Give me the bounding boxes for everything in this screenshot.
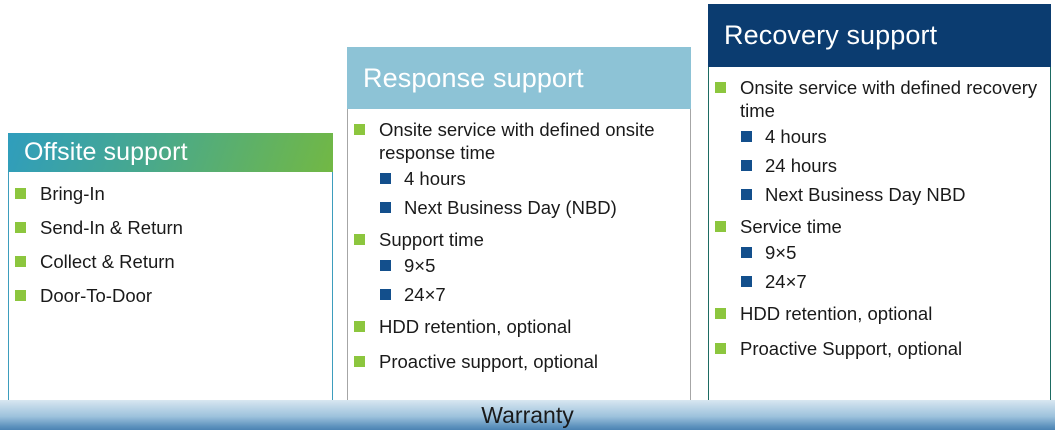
card-offsite-title: Offsite support	[24, 138, 188, 166]
square-bullet-icon	[380, 260, 391, 271]
list-item-label: Send-In & Return	[40, 217, 183, 238]
list-item-label: 4 hours	[404, 168, 466, 189]
list-item: HDD retention, optional	[715, 302, 1044, 325]
square-bullet-icon	[715, 221, 726, 232]
list-item-label: Proactive Support, optional	[740, 338, 963, 359]
response-onsite-sublist: 4 hours Next Business Day (NBD)	[354, 167, 684, 219]
list-item: 24×7	[741, 270, 1044, 293]
card-recovery-title: Recovery support	[724, 20, 938, 50]
square-bullet-icon	[354, 234, 365, 245]
square-bullet-icon	[741, 276, 752, 287]
list-item: 24 hours	[741, 154, 1044, 177]
list-item-label: 24 hours	[765, 155, 837, 176]
list-item: Service time	[715, 215, 1044, 238]
list-item: Send-In & Return	[15, 216, 326, 239]
list-item: Door-To-Door	[15, 284, 326, 307]
list-item-label: Support time	[379, 229, 484, 250]
square-bullet-icon	[741, 131, 752, 142]
list-item-label: 4 hours	[765, 126, 827, 147]
list-item-label: Onsite service with defined onsite respo…	[379, 119, 655, 163]
list-item-label: Collect & Return	[40, 251, 175, 272]
list-item: 9×5	[380, 254, 684, 277]
card-offsite-header: Offsite support	[8, 133, 333, 172]
response-supporttime-sublist: 9×5 24×7	[354, 254, 684, 306]
square-bullet-icon	[715, 343, 726, 354]
list-item: HDD retention, optional	[354, 315, 684, 338]
card-response-support: Response support Onsite service with def…	[347, 47, 691, 401]
recovery-servicetime-sublist: 9×5 24×7	[715, 241, 1044, 293]
list-item-label: Service time	[740, 216, 842, 237]
card-offsite-support: Offsite support Bring-In Send-In & Retur…	[8, 133, 333, 403]
square-bullet-icon	[15, 188, 26, 199]
list-item: Next Business Day NBD	[741, 183, 1044, 206]
square-bullet-icon	[741, 189, 752, 200]
list-item-label: Proactive support, optional	[379, 351, 599, 372]
list-item-label: 9×5	[765, 242, 797, 263]
square-bullet-icon	[354, 356, 365, 367]
recovery-feature-list: Onsite service with defined recovery tim…	[715, 76, 1044, 360]
list-item: 24×7	[380, 283, 684, 306]
square-bullet-icon	[741, 247, 752, 258]
square-bullet-icon	[380, 289, 391, 300]
square-bullet-icon	[15, 256, 26, 267]
list-item: Bring-In	[15, 182, 326, 205]
square-bullet-icon	[715, 82, 726, 93]
card-recovery-support: Recovery support Onsite service with def…	[708, 4, 1051, 401]
list-item-label: Next Business Day NBD	[765, 184, 966, 205]
response-feature-list: Onsite service with defined onsite respo…	[354, 118, 684, 373]
square-bullet-icon	[15, 290, 26, 301]
warranty-label: Warranty	[481, 402, 574, 428]
square-bullet-icon	[380, 173, 391, 184]
list-item: Onsite service with defined recovery tim…	[715, 76, 1044, 122]
list-item-label: HDD retention, optional	[379, 316, 572, 337]
list-item: Onsite service with defined onsite respo…	[354, 118, 684, 164]
recovery-onsite-sublist: 4 hours 24 hours Next Business Day NBD	[715, 125, 1044, 206]
list-item: Next Business Day (NBD)	[380, 196, 684, 219]
card-response-title: Response support	[363, 62, 584, 93]
square-bullet-icon	[715, 308, 726, 319]
card-response-header: Response support	[347, 47, 691, 109]
square-bullet-icon	[380, 202, 391, 213]
list-item: Collect & Return	[15, 250, 326, 273]
offsite-feature-list: Bring-In Send-In & Return Collect & Retu…	[15, 182, 326, 307]
square-bullet-icon	[354, 124, 365, 135]
list-item: 4 hours	[380, 167, 684, 190]
card-recovery-header: Recovery support	[708, 4, 1051, 67]
list-item-label: HDD retention, optional	[740, 303, 933, 324]
card-recovery-body: Onsite service with defined recovery tim…	[709, 67, 1050, 400]
list-item: Support time	[354, 228, 684, 251]
square-bullet-icon	[15, 222, 26, 233]
square-bullet-icon	[354, 321, 365, 332]
list-item-label: 24×7	[404, 284, 446, 305]
list-item-label: Onsite service with defined recovery tim…	[740, 77, 1038, 121]
list-item: Proactive support, optional	[354, 350, 684, 373]
list-item: 4 hours	[741, 125, 1044, 148]
list-item-label: Door-To-Door	[40, 285, 153, 306]
list-item-label: 9×5	[404, 255, 436, 276]
list-item: 9×5	[741, 241, 1044, 264]
square-bullet-icon	[741, 160, 752, 171]
list-item-label: Bring-In	[40, 183, 105, 204]
list-item: Proactive Support, optional	[715, 337, 1044, 360]
list-item-label: 24×7	[765, 271, 807, 292]
card-response-body: Onsite service with defined onsite respo…	[348, 109, 690, 400]
list-item-label: Next Business Day (NBD)	[404, 197, 617, 218]
warranty-banner: Warranty	[0, 400, 1055, 430]
card-offsite-body: Bring-In Send-In & Return Collect & Retu…	[9, 172, 332, 402]
